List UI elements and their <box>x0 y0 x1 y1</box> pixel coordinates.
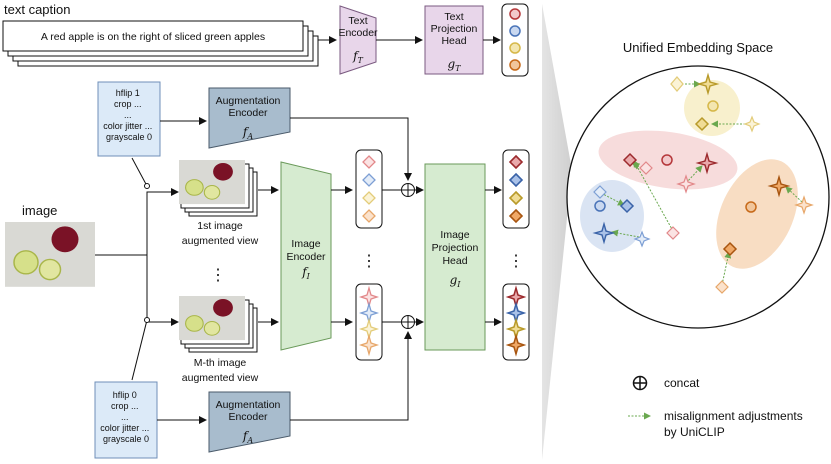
aug-encoder-top-symbol: fA <box>242 125 253 141</box>
circle-marker <box>509 25 521 37</box>
apple-photo <box>4 221 96 288</box>
image-projection-symbol: gI <box>450 273 462 289</box>
image-projection-head <box>424 163 486 351</box>
augmented-view-m <box>178 295 258 353</box>
image-encoder-symbol: fI <box>301 265 310 281</box>
text-caption-heading: text caption <box>4 2 71 17</box>
diamond-marker <box>362 155 376 223</box>
star-marker <box>358 285 380 357</box>
vdots-views: ⋮ <box>210 267 226 284</box>
zoom-wedge <box>542 4 572 460</box>
circle-marker <box>509 8 521 20</box>
blue-markers <box>592 185 680 248</box>
concat-icon <box>401 315 415 329</box>
legend-concat-label: concat <box>664 376 700 390</box>
orange-markers <box>715 174 814 294</box>
projected-embeddings-view1 <box>502 149 530 229</box>
aug-params-top-text: hflip 1 crop ... ... color jitter ... gr… <box>103 88 155 142</box>
text-projection-head <box>424 5 484 75</box>
aug-params-bottom-text: hflip 0 crop ... ... color jitter ... gr… <box>100 390 152 444</box>
concat-icon <box>401 183 415 197</box>
star-marker <box>505 285 527 357</box>
yellow-markers <box>670 72 761 133</box>
aug-encoder-bottom <box>208 391 291 453</box>
diamond-marker <box>508 154 524 224</box>
text-projection-symbol: gT <box>447 57 461 73</box>
vdots-projected: ⋮ <box>508 253 524 270</box>
image-heading: image <box>22 203 57 218</box>
circle-marker <box>509 42 521 54</box>
embedding-space-title: Unified Embedding Space <box>623 40 773 55</box>
cluster-blue <box>580 180 644 252</box>
red-markers <box>622 151 719 194</box>
caption-text: A red apple is on the right of sliced gr… <box>41 31 265 43</box>
aug-encoder-bottom-symbol: fA <box>242 429 253 445</box>
text-embeddings <box>501 3 529 77</box>
text-encoder-symbol: fT <box>352 49 363 65</box>
image-embeddings-view1 <box>355 149 383 229</box>
text-encoder-block <box>339 5 377 75</box>
circle-marker <box>509 59 521 71</box>
aug-params-top <box>97 81 161 157</box>
vdots-embeddings: ⋮ <box>361 253 377 270</box>
image-encoder-block <box>280 161 332 351</box>
embedding-space-circle <box>566 65 830 329</box>
augmented-view-1 <box>178 159 258 217</box>
aug-encoder-top <box>208 87 291 149</box>
legend-concat-icon <box>632 375 648 391</box>
caption-stack <box>2 20 319 67</box>
